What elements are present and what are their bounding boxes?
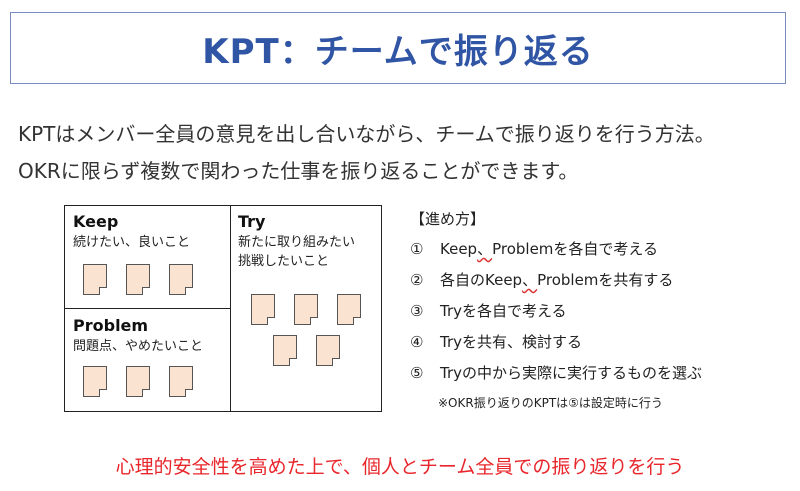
try-description-line-2: 挑戦したいこと — [238, 254, 330, 269]
problem-description: 問題点、やめたいこと — [73, 339, 204, 354]
step-item: ② 各自のKeep、Problemを共有する — [410, 269, 673, 290]
step-item: ⑤ Tryの中から実際に実行するものを選ぶ — [410, 362, 702, 383]
step-text-marked: 、 — [522, 271, 538, 289]
problem-sticky-note — [169, 366, 193, 397]
try-description-line-1: 新たに取り組みたい — [238, 235, 356, 250]
try-title: Try — [238, 212, 266, 231]
kpt-board: Keep 続けたい、良いこと Problem 問題点、やめたいこと Try 新た… — [64, 205, 382, 412]
keep-title: Keep — [73, 212, 119, 231]
step-text: Problemを各自で考える — [492, 240, 658, 258]
keep-sticky-note — [83, 264, 107, 295]
step-number: ④ — [410, 333, 424, 351]
bottom-message: 心理的安全性を高めた上で、個人とチーム全員での振り返りを行う — [115, 456, 685, 478]
intro-line-1: KPTはメンバー全員の意見を出し合いながら、チームで振り返りを行う方法。 — [18, 122, 715, 146]
try-sticky-note — [251, 294, 275, 325]
steps-footnote: ※OKR振り返りのKPTは⑤は設定時に行う — [438, 396, 663, 410]
step-text: Tryの中から実際に実行するものを選ぶ — [440, 364, 703, 382]
keep-sticky-note — [169, 264, 193, 295]
step-number: ⑤ — [410, 364, 424, 382]
problem-sticky-note — [126, 366, 150, 397]
try-sticky-note — [337, 294, 361, 325]
step-item: ① Keep、Problemを各自で考える — [410, 238, 658, 259]
keep-sticky-note — [126, 264, 150, 295]
step-item: ③ Tryを各自で考える — [410, 300, 567, 321]
problem-title: Problem — [73, 316, 149, 335]
step-number: ② — [410, 271, 424, 289]
page-title: KPT：チームで振り返る — [202, 31, 594, 72]
keep-description: 続けたい、良いこと — [73, 235, 191, 250]
step-number: ③ — [410, 302, 424, 320]
try-sticky-note — [273, 335, 297, 366]
intro-line-2: OKRに限らず複数で関わった仕事を振り返ることができます。 — [18, 159, 579, 183]
step-text-marked: 、 — [477, 240, 493, 258]
board-divider-horizontal — [65, 308, 230, 309]
step-text: Tryを共有、検討する — [440, 333, 583, 351]
step-number: ① — [410, 240, 424, 258]
board-divider-vertical — [230, 206, 231, 411]
step-text: Tryを各自で考える — [440, 302, 567, 320]
try-sticky-note — [316, 335, 340, 366]
title-box: KPT：チームで振り返る — [10, 12, 786, 84]
step-text: Problemを共有する — [537, 271, 674, 289]
step-text: 各自のKeep — [440, 271, 523, 289]
step-item: ④ Tryを共有、検討する — [410, 331, 582, 352]
problem-sticky-note — [83, 366, 107, 397]
steps-heading: 【進め方】 — [410, 210, 486, 228]
try-sticky-note — [294, 294, 318, 325]
step-text: Keep — [440, 240, 478, 258]
